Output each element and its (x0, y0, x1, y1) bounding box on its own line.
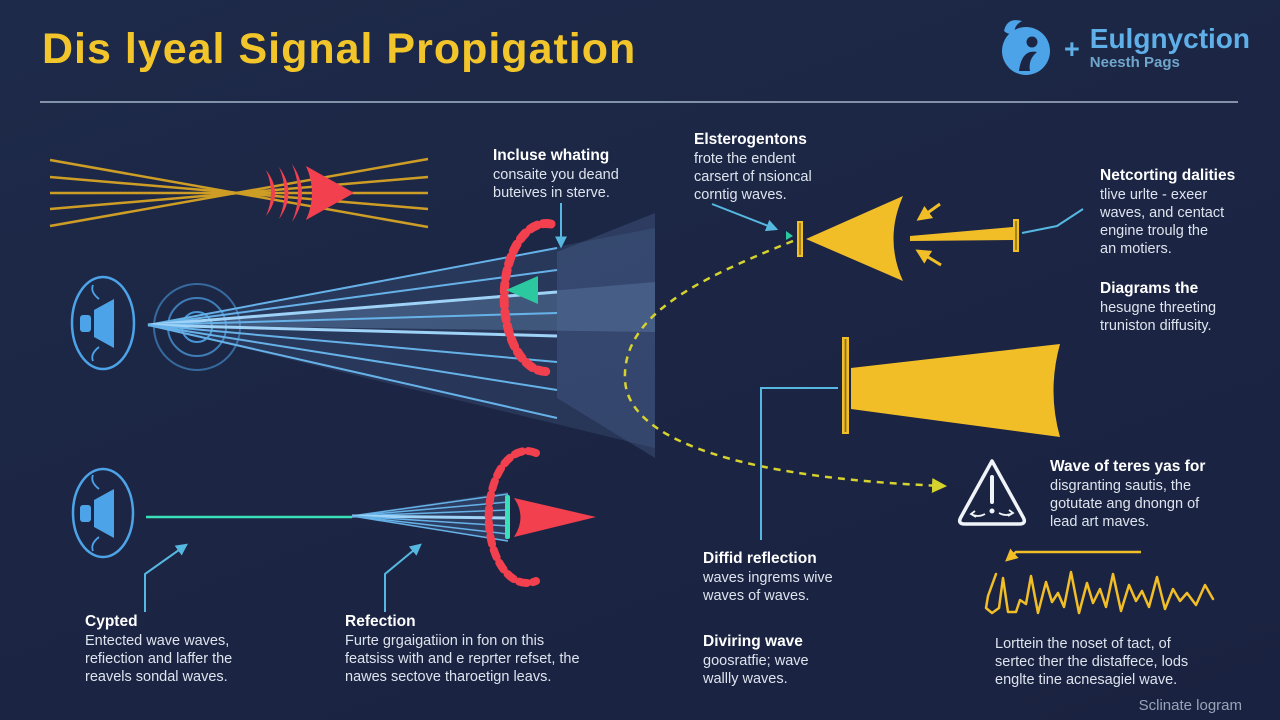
annotation-body: tlive urlte - exeer waves, and centact e… (1100, 187, 1225, 258)
annotation-refection: Refection Furte grgaigatiion in fon on t… (345, 612, 625, 687)
brand-logo-spacer (998, 24, 1054, 80)
annotation-incluse: Incluse whating consaite you deand butei… (493, 146, 663, 203)
annotation-body: hesugne threeting truniston diffusity. (1100, 300, 1217, 335)
brand-lockup: + Eulgnyction Neesth Pags (998, 24, 1250, 80)
horn-small (711, 196, 1084, 281)
annotation-body: frote the endent carsert of nsioncal cor… (694, 151, 812, 204)
crossing-rays (49, 157, 429, 229)
coil-top (499, 219, 556, 376)
annotation-heading: Refection (345, 613, 416, 630)
annotation-heading: Wave of teres yas for (1050, 458, 1206, 475)
annotation-body: consaite you deand buteives in sterve. (493, 167, 619, 202)
beam-fan (147, 213, 655, 458)
annotation-netcorting: Netcorting dalities tlive urlte - exeer … (1100, 166, 1260, 259)
horn-large (760, 337, 1060, 540)
brand-plus: + (1064, 34, 1080, 64)
speaker-icon-bottom (71, 467, 135, 559)
brand-name: Eulgnyction (1089, 23, 1251, 54)
teal-pointer-icon (506, 276, 538, 304)
annotation-elsterogentons: Elsterogentons frote the endent carsert … (694, 130, 854, 205)
header-divider (40, 101, 1238, 103)
annotation-heading: Diffid reflection (703, 550, 817, 567)
annotation-body: goosratfie; wave wallly waves. (703, 653, 809, 688)
dashed-path (623, 239, 947, 494)
brand-subtitle: Neesth Pags (1089, 54, 1180, 72)
footer-caption: Sclinate logram (1138, 697, 1242, 714)
beam-bottom (146, 447, 596, 587)
annotation-diviring: Diviring wave goosratfie; wave wallly wa… (703, 632, 863, 689)
annotation-heading: Elsterogentons (694, 131, 807, 148)
annotation-body: Furte grgaigatiion in fon on this featsi… (345, 633, 580, 686)
annotation-body: Entected wave waves, refiection and laff… (85, 633, 233, 686)
annotation-heading: Diagrams the (1100, 280, 1199, 297)
waveform (984, 548, 1215, 615)
annotation-lorttein: Lorttein the noset of tact, of sertec th… (995, 636, 1255, 690)
annotation-diffid: Diffid reflection waves ingrems wive wav… (703, 549, 873, 606)
annotation-body: Lorttein the noset of tact, of sertec th… (995, 636, 1189, 688)
annotation-heading: Netcorting dalities (1100, 167, 1236, 184)
annotation-body: waves ingrems wive waves of waves. (703, 570, 833, 605)
annotation-heading: Diviring wave (703, 633, 803, 650)
annotation-cypted: Cypted Entected wave waves, refiection a… (85, 612, 295, 687)
signal-arrow-icon (266, 164, 354, 222)
annotation-heading: Cypted (85, 613, 138, 630)
annotation-diagrams: Diagrams the hesugne threeting truniston… (1100, 279, 1260, 336)
annotation-wave-of: Wave of teres yas for disgranting sautis… (1050, 457, 1260, 532)
page-title: Dis lyeal Signal Propigation (42, 25, 637, 73)
speaker-icon (70, 275, 136, 371)
callout-arrows (144, 543, 422, 612)
person-circle-logo (1002, 20, 1050, 75)
annotation-heading: Incluse whating (493, 147, 610, 164)
warning-triangle-icon (957, 459, 1027, 526)
annotation-body: disgranting sautis, the gotutate ang dno… (1050, 478, 1200, 531)
